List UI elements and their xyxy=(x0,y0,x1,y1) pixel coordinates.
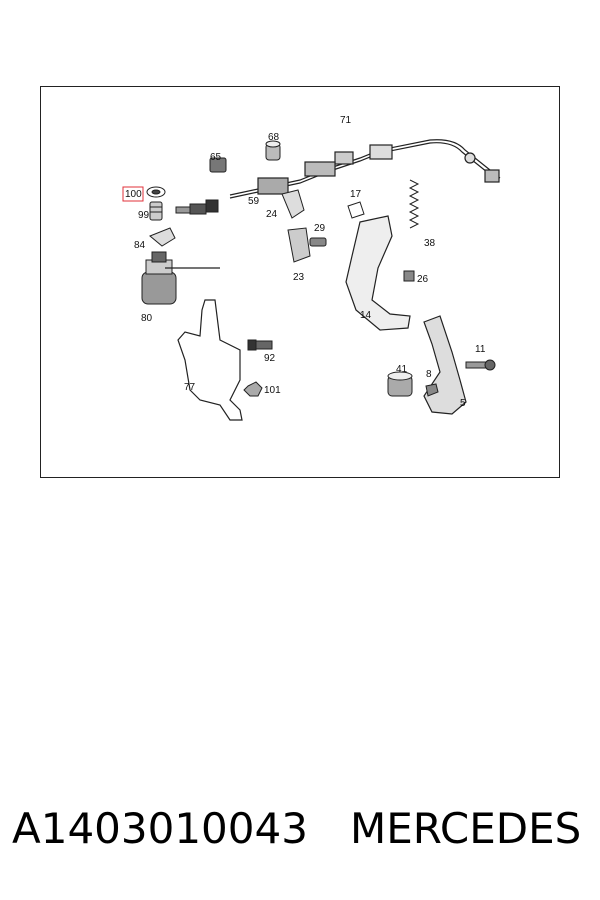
callout-100: 100 xyxy=(125,189,142,200)
callout-38: 38 xyxy=(424,238,436,249)
part-26 xyxy=(403,270,415,282)
callout-17: 17 xyxy=(350,189,362,200)
part-84 xyxy=(149,227,176,247)
part-100 xyxy=(146,186,166,198)
part-41 xyxy=(387,371,413,397)
highlight-box xyxy=(122,186,144,202)
callout-80: 80 xyxy=(141,313,153,324)
callout-8: 8 xyxy=(426,369,432,380)
callout-23: 23 xyxy=(293,272,305,283)
bolt-small xyxy=(175,199,219,215)
callout-65: 65 xyxy=(210,152,222,163)
part-77 xyxy=(165,267,243,421)
callout-59: 59 xyxy=(248,196,260,207)
callout-26: 26 xyxy=(417,274,429,285)
part-99 xyxy=(149,201,163,221)
part-8 xyxy=(425,383,439,397)
callout-99: 99 xyxy=(138,210,150,221)
parts-diagram: 100 99 84 80 65 68 71 59 24 17 29 23 38 … xyxy=(40,86,560,478)
callout-77: 77 xyxy=(184,382,196,393)
callout-5: 5 xyxy=(460,398,466,409)
part-17 xyxy=(347,201,365,219)
diagram-frame xyxy=(40,86,560,478)
part-65 xyxy=(209,157,227,173)
part-68 xyxy=(265,140,281,161)
part-92 xyxy=(247,339,273,351)
part-24 xyxy=(281,189,305,219)
callout-14: 14 xyxy=(360,310,372,321)
part-101 xyxy=(243,381,263,397)
exploded-parts-drawing: 100 99 84 80 65 68 71 59 24 17 29 23 38 … xyxy=(40,86,560,478)
callout-41: 41 xyxy=(396,364,408,375)
part-38 xyxy=(408,179,420,229)
callout-84: 84 xyxy=(134,240,146,251)
part-number: A1403010043 xyxy=(12,804,308,853)
brand-name: MERCEDES xyxy=(350,804,582,853)
callout-24: 24 xyxy=(266,209,278,220)
part-11 xyxy=(465,359,496,371)
part-80 xyxy=(141,251,177,305)
callout-71: 71 xyxy=(340,115,352,126)
callout-11: 11 xyxy=(475,344,486,355)
part-29 xyxy=(309,237,327,247)
callout-29: 29 xyxy=(314,223,326,234)
caption: A1403010043 MERCEDES xyxy=(0,800,600,870)
callout-101: 101 xyxy=(264,385,281,396)
part-23 xyxy=(287,227,311,263)
callout-92: 92 xyxy=(264,353,276,364)
cable-assembly xyxy=(229,139,501,199)
callout-68: 68 xyxy=(268,132,280,143)
part-14 xyxy=(345,215,411,331)
